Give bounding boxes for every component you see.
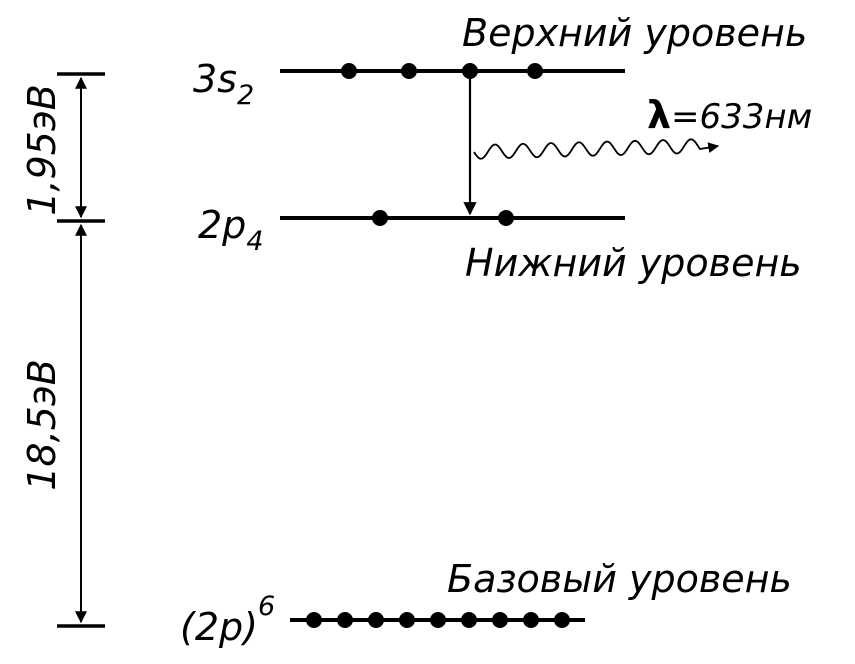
base-state-sup: 6 xyxy=(258,591,275,622)
lower-level: 2p4 Нижний уровень xyxy=(198,203,802,285)
base-level-state: (2p)6 xyxy=(180,591,275,649)
lower-electron xyxy=(372,210,388,226)
upper-electron xyxy=(401,63,417,79)
upper-electron xyxy=(527,63,543,79)
base-electron xyxy=(554,612,570,628)
upper-electron xyxy=(341,63,357,79)
base-electron xyxy=(399,612,415,628)
upper-level-state: 3s2 xyxy=(193,57,254,111)
lower-level-state: 2p4 xyxy=(198,203,264,257)
upper-gap-label: 1,95эВ xyxy=(20,84,64,216)
upper-level-name: Верхний уровень xyxy=(462,11,807,55)
base-level-name: Базовый уровень xyxy=(447,557,792,601)
base-electrons xyxy=(306,612,570,628)
lower-state-main: 2p xyxy=(198,203,246,247)
photon-emission: λ=633нм xyxy=(473,93,812,160)
lower-state-sub: 4 xyxy=(246,226,263,257)
base-electron xyxy=(337,612,353,628)
base-electron xyxy=(306,612,322,628)
base-state-main: (2p) xyxy=(180,605,258,649)
upper-state-sub: 2 xyxy=(237,80,254,111)
lower-level-name: Нижний уровень xyxy=(465,241,802,285)
base-electron xyxy=(461,612,477,628)
photon-wave xyxy=(473,138,720,160)
lambda-symbol: λ xyxy=(647,93,671,137)
upper-state-main: 3s xyxy=(193,57,237,101)
energy-scale: 1,95эВ 18,5эВ xyxy=(20,72,105,628)
wavelength-label: λ=633нм xyxy=(647,93,812,137)
base-level: Базовый уровень (2p)6 xyxy=(180,557,792,649)
base-electron xyxy=(523,612,539,628)
base-electron xyxy=(430,612,446,628)
upper-level: Верхний уровень 3s2 xyxy=(193,11,807,111)
lower-electron xyxy=(498,210,514,226)
lower-gap-label: 18,5эВ xyxy=(20,359,64,491)
base-electron xyxy=(368,612,384,628)
base-electron xyxy=(492,612,508,628)
wavelength-value: =633нм xyxy=(671,97,812,137)
